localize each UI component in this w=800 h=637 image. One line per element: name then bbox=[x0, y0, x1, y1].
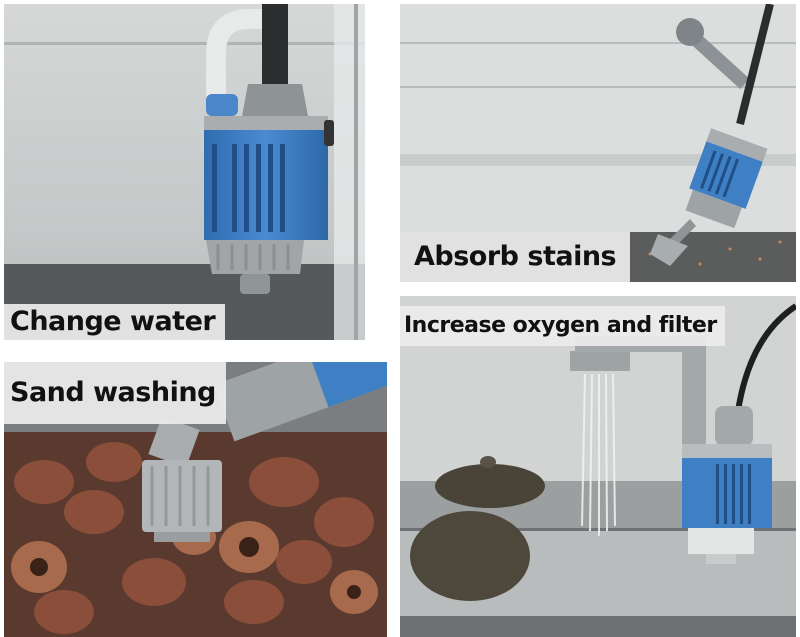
panel-sand-washing: Sand washing bbox=[4, 362, 387, 637]
caption-increase-oxygen: Increase oxygen and filter bbox=[400, 306, 725, 346]
panel-absorb-stains: Absorb stains bbox=[400, 4, 796, 282]
change-water-photo bbox=[4, 4, 365, 340]
caption-absorb-stains: Absorb stains bbox=[400, 232, 631, 282]
panel-change-water: Change water bbox=[4, 4, 365, 340]
caption-sand-washing: Sand washing bbox=[4, 362, 226, 424]
panel-increase-oxygen: Increase oxygen and filter bbox=[400, 296, 796, 637]
caption-change-water: Change water bbox=[4, 304, 226, 340]
increase-oxygen-photo bbox=[400, 296, 796, 637]
